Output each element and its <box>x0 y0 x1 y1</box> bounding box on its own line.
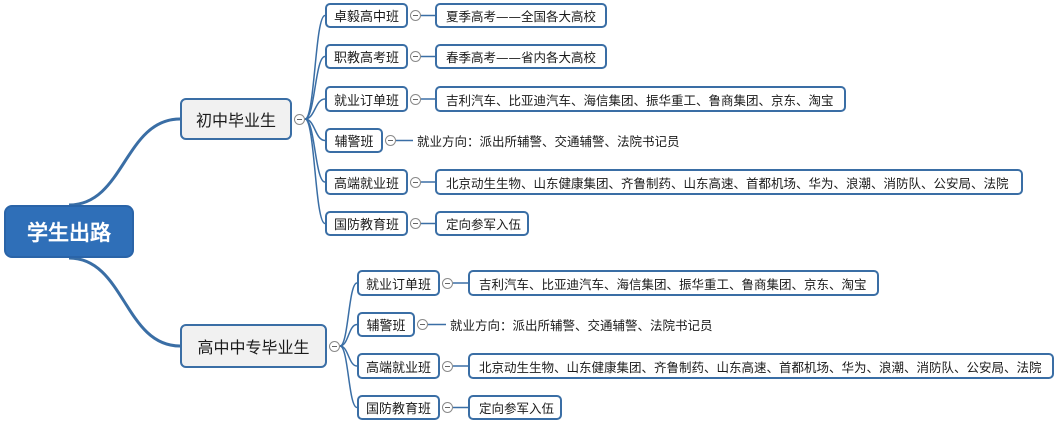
branch-node[interactable]: 高端就业班 <box>325 169 408 195</box>
branch-node[interactable]: 国防教育班 <box>357 395 440 420</box>
connector-curve <box>68 256 181 348</box>
branch-label: 国防教育班 <box>333 218 399 233</box>
branch-node[interactable]: 高端就业班 <box>357 353 440 379</box>
connector-curve <box>339 282 358 347</box>
branch-label: 国防教育班 <box>365 402 431 417</box>
detail-text: 夏季高考——全国各大高校 <box>446 9 597 24</box>
connector-curve <box>339 323 358 347</box>
detail-node[interactable]: 定向参军入伍 <box>435 211 529 236</box>
collapse-toggle-icon[interactable] <box>294 113 305 125</box>
branch-node[interactable]: 职教高考班 <box>325 44 408 69</box>
connector-curve <box>68 117 181 207</box>
collapse-toggle-icon[interactable] <box>385 135 396 146</box>
branch-node[interactable]: 就业订单班 <box>357 270 440 296</box>
branch-node[interactable]: 辅警班 <box>325 128 383 153</box>
detail-text: 定向参军入伍 <box>446 217 522 232</box>
detail-text: 北京动生生物、山东健康集团、齐鲁制药、山东高速、首都机场、华为、浪潮、消防队、公… <box>479 359 1042 375</box>
detail-text: 春季高考——省内各大高校 <box>446 50 597 65</box>
detail-text: 吉利汽车、比亚迪汽车、海信集团、振华重工、鲁商集团、京东、淘宝 <box>479 276 867 292</box>
detail-text-node[interactable]: 就业方向：派出所辅警、交通辅警、法院书记员 <box>413 128 703 153</box>
detail-node[interactable]: 定向参军入伍 <box>468 395 562 420</box>
collapse-toggle-icon[interactable] <box>329 340 340 352</box>
connector-curve <box>304 14 326 120</box>
collapse-toggle-icon[interactable] <box>442 360 453 372</box>
branch-label: 辅警班 <box>366 319 406 334</box>
collapse-toggle-icon[interactable] <box>410 176 421 188</box>
detail-text: 定向参军入伍 <box>479 401 555 416</box>
branch-label: 卓毅高中班 <box>333 10 399 25</box>
detail-node[interactable]: 夏季高考——全国各大高校 <box>435 3 607 28</box>
root-label: 学生出路 <box>27 220 111 245</box>
collapse-toggle-icon[interactable] <box>410 10 421 21</box>
connector-curve <box>304 118 326 225</box>
detail-text-node[interactable]: 就业方向：派出所辅警、交通辅警、法院书记员 <box>446 312 736 337</box>
detail-node[interactable]: 春季高考——省内各大高校 <box>435 44 607 69</box>
collapse-toggle-icon[interactable] <box>410 51 421 62</box>
connector-curve <box>304 98 326 120</box>
detail-node[interactable]: 吉利汽车、比亚迪汽车、海信集团、振华重工、鲁商集团、京东、淘宝 <box>435 86 846 112</box>
collapse-toggle-icon[interactable] <box>410 218 421 229</box>
collapse-toggle-icon[interactable] <box>442 277 453 289</box>
branch-node[interactable]: 国防教育班 <box>325 211 408 236</box>
detail-text: 吉利汽车、比亚迪汽车、海信集团、振华重工、鲁商集团、京东、淘宝 <box>446 92 834 108</box>
connector-curve <box>304 55 326 120</box>
group-senior-node[interactable]: 高中中专毕业生 <box>180 324 327 368</box>
branch-label: 就业订单班 <box>365 277 431 293</box>
detail-text: 北京动生生物、山东健康集团、齐鲁制药、山东高速、首都机场、华为、浪潮、消防队、公… <box>446 175 1009 191</box>
collapse-toggle-icon[interactable] <box>410 93 421 105</box>
connector-curve <box>339 345 358 409</box>
group-label: 初中毕业生 <box>195 111 276 130</box>
root-node[interactable]: 学生出路 <box>4 205 134 258</box>
detail-text: 就业方向：派出所辅警、交通辅警、法院书记员 <box>450 318 713 333</box>
branch-label: 高端就业班 <box>333 176 399 192</box>
detail-text: 就业方向：派出所辅警、交通辅警、法院书记员 <box>417 134 680 149</box>
branch-label: 就业订单班 <box>333 93 399 109</box>
detail-node[interactable]: 吉利汽车、比亚迪汽车、海信集团、振华重工、鲁商集团、京东、淘宝 <box>468 270 879 296</box>
detail-node[interactable]: 北京动生生物、山东健康集团、齐鲁制药、山东高速、首都机场、华为、浪潮、消防队、公… <box>468 353 1054 379</box>
branch-label: 高端就业班 <box>365 360 431 376</box>
collapse-toggle-icon[interactable] <box>442 402 453 413</box>
branch-label: 职教高考班 <box>333 51 399 66</box>
branch-node[interactable]: 卓毅高中班 <box>325 3 408 28</box>
branch-node[interactable]: 就业订单班 <box>325 86 408 112</box>
branch-label: 辅警班 <box>334 135 374 150</box>
branch-node[interactable]: 辅警班 <box>357 312 415 337</box>
detail-node[interactable]: 北京动生生物、山东健康集团、齐鲁制药、山东高速、首都机场、华为、浪潮、消防队、公… <box>435 169 1023 195</box>
collapse-toggle-icon[interactable] <box>417 319 428 330</box>
group-junior-node[interactable]: 初中毕业生 <box>180 98 292 140</box>
group-label: 高中中专毕业生 <box>197 338 310 357</box>
